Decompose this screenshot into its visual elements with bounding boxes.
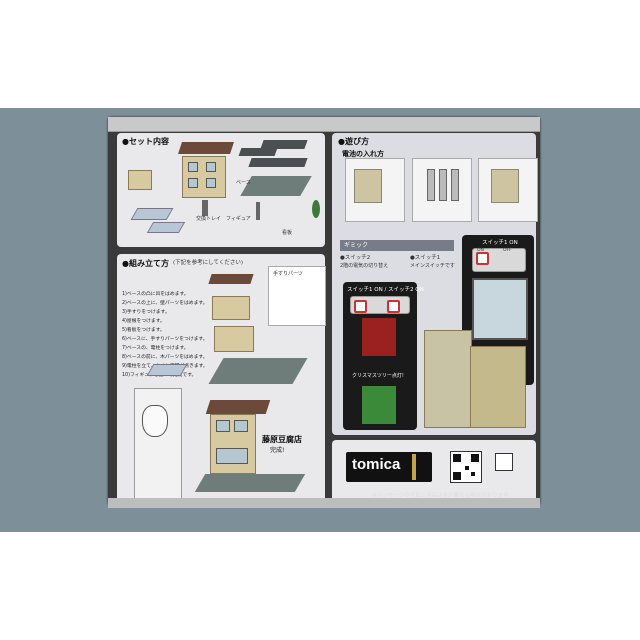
gimmick-building-side [470, 346, 526, 428]
exploded-upper-floor [212, 296, 250, 320]
assembly-title: ●組み立て方 [122, 259, 169, 268]
lit-window [472, 278, 528, 340]
switch-on-indicator [476, 252, 489, 265]
window [234, 420, 248, 432]
switch-on-text: ON [477, 248, 484, 253]
christmas-label: クリスマスツリー点灯! [352, 373, 404, 379]
window [206, 178, 216, 188]
combo-label: スイッチ1 ON / スイッチ2 ON [347, 287, 424, 293]
part-label-signboard: 看板 [282, 230, 293, 236]
box-lid-edge [108, 117, 540, 132]
battery-title: 電池の入れ方 [342, 150, 384, 158]
assembly-step: 6)ベースに、手すりパーツをつけます。 [122, 337, 208, 342]
finished-roof [205, 400, 271, 414]
battery-cell [439, 169, 447, 201]
battery-cell [451, 169, 459, 201]
rail-part [238, 148, 278, 156]
rail-part [248, 158, 308, 167]
finished-base [194, 474, 306, 492]
small-wall-part [128, 170, 152, 190]
battery-cover [491, 169, 519, 203]
tray-part [146, 222, 186, 233]
callout-label: 手すりパーツ [273, 271, 303, 277]
rail-part [260, 140, 308, 149]
qr-code [450, 451, 482, 483]
assembly-step: 1)ベースの凸に凹をはめます。 [122, 292, 189, 297]
window [216, 420, 230, 432]
box-bottom-edge [108, 498, 540, 508]
shop-front [216, 448, 248, 464]
shop-name: 藤原豆腐店 [262, 435, 302, 444]
rail-callout: 手すりパーツ [268, 266, 326, 326]
set-contents-title: ●セット内容 [122, 137, 169, 146]
window [188, 178, 198, 188]
shop-complete: 完成! [270, 447, 285, 454]
switch-on-indicator [387, 300, 400, 313]
exploded-base [208, 358, 308, 384]
assembly-step: 8)ベースの前に、木パーツをはめます。 [122, 355, 208, 360]
base-plate [240, 176, 312, 196]
switch1-on-label: スイッチ1 ON [482, 240, 518, 246]
battery-step-2 [412, 158, 472, 222]
battery-cell [427, 169, 435, 201]
tray-part [130, 208, 174, 220]
part-label-base: ベース [236, 180, 251, 186]
battery-step-1 [345, 158, 405, 222]
gimmick-title: ギミック [340, 240, 454, 251]
switch2-title: ●スイッチ2 [340, 255, 371, 261]
assembly-step: 2)ベースの上に、壁パーツをはめます。 [122, 301, 208, 306]
double-switch [350, 296, 410, 314]
how-to-play-title: ●遊び方 [338, 137, 369, 146]
switch-on-indicator [354, 300, 367, 313]
lit-room-red [362, 318, 396, 356]
exploded-tray [146, 364, 188, 376]
switch1-desc: メインスイッチです [410, 263, 455, 269]
part-label-figure: フィギュア [226, 216, 251, 222]
switch-off-text: OFF [503, 248, 512, 253]
assembly-step: 5)看板をつけます。 [122, 328, 165, 333]
switch2-desc: 2階の電気の切り替え [340, 263, 389, 269]
logo-accent-bar [412, 454, 416, 480]
tomica-logo-plate [346, 452, 432, 482]
figure-part [256, 202, 260, 220]
assembly-step: 7)ベースの、電柱をつけます。 [122, 346, 189, 351]
tree-part [312, 200, 320, 218]
battery-step-3 [478, 158, 538, 222]
lit-room-green [362, 386, 396, 424]
package-note: ※パッケージの写真と商品は多少異なる場合があります。 [372, 493, 514, 499]
window [188, 162, 198, 172]
main-switch: ON OFF [472, 248, 526, 272]
manga-character [142, 405, 168, 437]
assembly-step: 3)手すりをつけます。 [122, 310, 170, 315]
roof-part [178, 142, 234, 154]
switch1-title: ●スイッチ1 [410, 255, 441, 261]
battery-cover [354, 169, 382, 203]
age-mark-icon [495, 453, 513, 471]
brand-logo: tomica [352, 456, 401, 473]
part-label-tray: 交換トレイ [196, 216, 222, 222]
gimmick-building [424, 330, 472, 428]
assembly-step: 4)屋根をつけます。 [122, 319, 165, 324]
assembly-note: (下記を参考にしてください) [173, 260, 243, 266]
exploded-lower-floor [214, 326, 254, 352]
window [206, 162, 216, 172]
signboard-part [202, 200, 208, 216]
exploded-roof [208, 274, 254, 284]
